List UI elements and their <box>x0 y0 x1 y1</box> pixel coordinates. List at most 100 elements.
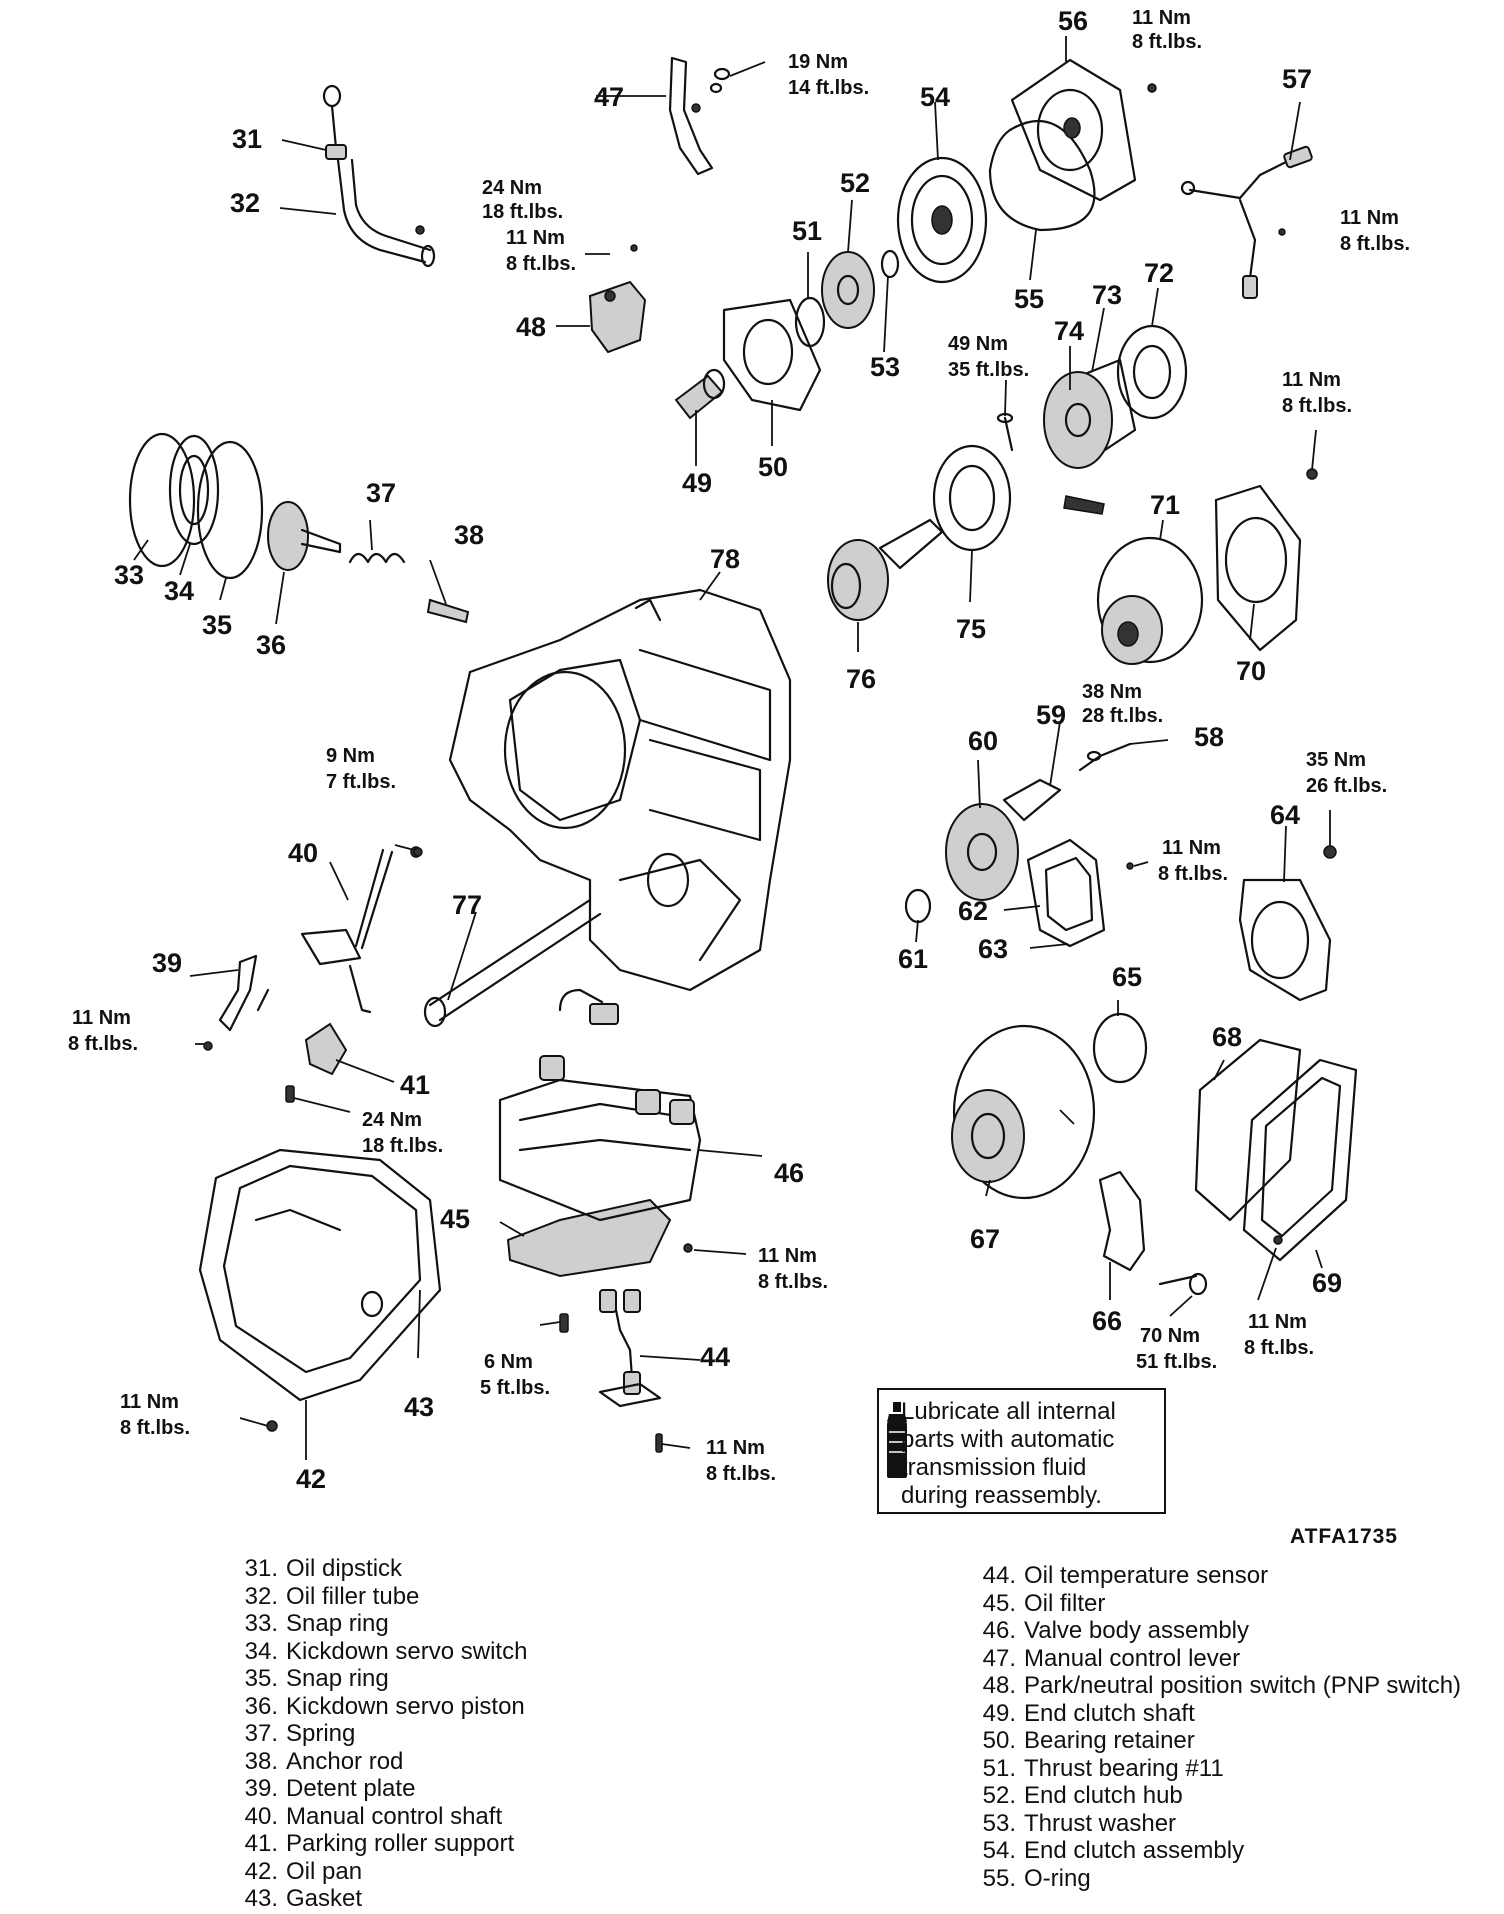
callout-43: 43 <box>404 1392 434 1422</box>
torque-5ft: 5 ft.lbs. <box>480 1377 550 1399</box>
callout-64: 64 <box>1270 800 1300 830</box>
legend-item-number: 31. <box>244 1555 278 1582</box>
legend-item: 53.Thrust washer <box>968 1810 1468 1838</box>
bolt-9nm-drawing <box>413 847 423 857</box>
legend-item-description: Bearing retainer <box>1024 1727 1195 1754</box>
speed-sensor-drawing <box>1180 145 1313 299</box>
legend-item-description: Thrust bearing #11 <box>1024 1754 1224 1782</box>
callout-42: 42 <box>296 1464 326 1494</box>
callout-33: 33 <box>114 560 144 590</box>
legend-item-description: Parking roller support <box>286 1830 515 1857</box>
torque-19nm: 19 Nm <box>788 51 848 73</box>
side-cover-drawing <box>1238 845 1337 1002</box>
torque-24nm-tube: 24 Nm <box>482 177 542 199</box>
callout-57: 57 <box>1282 64 1312 94</box>
legend-item-number: 45. <box>982 1589 1016 1617</box>
callout-52: 52 <box>840 168 870 198</box>
torque-8ft-rear: 8 ft.lbs. <box>1244 1337 1314 1359</box>
callout-65: 65 <box>1112 962 1142 992</box>
legend-item-description: Detent plate <box>286 1775 416 1802</box>
torque-8ft-pan: 8 ft.lbs. <box>120 1417 190 1439</box>
legend-item: 36.Kickdown servo piston <box>230 1693 750 1721</box>
legend-item: 54.End clutch assembly <box>968 1837 1468 1865</box>
output-shaft-gear-drawing <box>827 518 944 621</box>
callout-46: 46 <box>774 1158 804 1188</box>
legend-item-description: Kickdown servo piston <box>286 1692 525 1720</box>
carrier-drawing <box>1096 536 1204 665</box>
callout-76: 76 <box>846 664 876 694</box>
torque-11nm-sensor-bottom: 11 Nm <box>706 1437 765 1459</box>
torque-8ft-sensor-bottom: 8 ft.lbs. <box>706 1463 776 1485</box>
callout-75: 75 <box>956 614 986 644</box>
callout-53: 53 <box>870 352 900 382</box>
torque-11nm-rear: 11 Nm <box>1248 1311 1307 1333</box>
differential-drawing <box>951 1024 1096 1200</box>
torque-8ft-filter: 8 ft.lbs. <box>758 1271 828 1293</box>
legend-item-number: 34. <box>244 1637 278 1665</box>
torque-11nm-filter: 11 Nm <box>758 1245 817 1267</box>
callout-61: 61 <box>898 944 928 974</box>
torque-18ft-roller: 18 ft.lbs. <box>362 1135 443 1157</box>
legend-item-number: 37. <box>244 1720 278 1747</box>
callout-49: 49 <box>682 468 712 498</box>
figure-code: ATFA1735 <box>1290 1525 1398 1548</box>
torque-8ft-housing: 8 ft.lbs. <box>1282 395 1352 417</box>
legend-item-description: Valve body assembly <box>1024 1617 1249 1644</box>
legend-item: 51. Thrust bearing #11 <box>968 1755 1468 1783</box>
legend-item: 49. End clutch shaft <box>968 1700 1468 1728</box>
legend-item-description: Snap ring <box>286 1610 389 1637</box>
torque-7ft: 7 ft.lbs. <box>326 771 396 793</box>
legend-item-description: O-ring <box>1024 1864 1091 1892</box>
oil-seal-drawing <box>1092 1012 1148 1084</box>
legend-item-description: Snap ring <box>286 1665 389 1692</box>
legend-item: 55. O-ring <box>968 1865 1468 1893</box>
legend-item: 46.Valve body assembly <box>968 1617 1468 1645</box>
callout-67: 67 <box>970 1224 1000 1254</box>
torque-49nm: 49 Nm <box>948 333 1008 355</box>
end-cover-drawing <box>1010 58 1157 202</box>
callout-77: 77 <box>452 890 482 920</box>
legend-item-number: 41. <box>244 1830 278 1857</box>
leader-lines <box>133 36 1331 1460</box>
legend-item-description: Spring <box>286 1720 356 1747</box>
legend-item-number: 39. <box>244 1775 278 1802</box>
legend-item-description: Manual control lever <box>1024 1644 1241 1672</box>
callout-45: 45 <box>440 1204 470 1234</box>
legend-item: 48.Park/neutral position switch (PNP swi… <box>968 1672 1468 1700</box>
legend-item-description: Thrust washer <box>1024 1809 1177 1837</box>
callout-31: 31 <box>232 124 262 154</box>
legend-item: 39. Detent plate <box>230 1775 750 1803</box>
torque-11nm-tube: 11 Nm <box>506 227 565 249</box>
callout-55: 55 <box>1014 284 1044 314</box>
legend-item-description: Park/neutral position switch (PNP switch… <box>1024 1672 1462 1699</box>
gasket-rear-drawing <box>1194 1038 1302 1222</box>
legend-item: 43.Gasket <box>230 1885 750 1913</box>
legend-item-number: 47. <box>982 1644 1016 1672</box>
callout-41: 41 <box>400 1070 430 1100</box>
bracket-drawing <box>1098 1170 1283 1296</box>
torque-8ft-detent: 8 ft.lbs. <box>68 1033 138 1055</box>
legend-item-number: 35. <box>244 1665 278 1692</box>
oil-bottle-icon <box>887 1402 907 1478</box>
lubrication-note-text: Lubricate all internal parts with automa… <box>901 1398 1116 1509</box>
end-clutch-shaft-drawing <box>674 368 726 420</box>
torque-11nm-pan: 11 Nm <box>120 1391 179 1413</box>
legend-item-description: End clutch shaft <box>1024 1699 1195 1727</box>
legend-item-number: 55. <box>982 1864 1016 1892</box>
valve-body-drawing <box>498 988 702 1222</box>
legend-item-number: 51. <box>982 1754 1016 1782</box>
callout-68: 68 <box>1212 1022 1242 1052</box>
callout-34: 34 <box>164 576 194 606</box>
legend-item: 47. Manual control lever <box>968 1645 1468 1673</box>
oil-temperature-sensor-drawing <box>559 1289 663 1453</box>
bolt-11nm-filter-drawing <box>683 1243 693 1253</box>
legend-item-number: 42. <box>244 1857 278 1885</box>
legend-item-description: Gasket <box>286 1885 363 1912</box>
torque-14ft: 14 ft.lbs. <box>788 77 869 99</box>
legend-item-number: 40. <box>244 1802 278 1830</box>
legend-item-number: 38. <box>244 1747 278 1775</box>
bearing-drawing <box>932 444 1012 552</box>
callout-73: 73 <box>1092 280 1122 310</box>
legend-item-number: 49. <box>982 1699 1016 1727</box>
